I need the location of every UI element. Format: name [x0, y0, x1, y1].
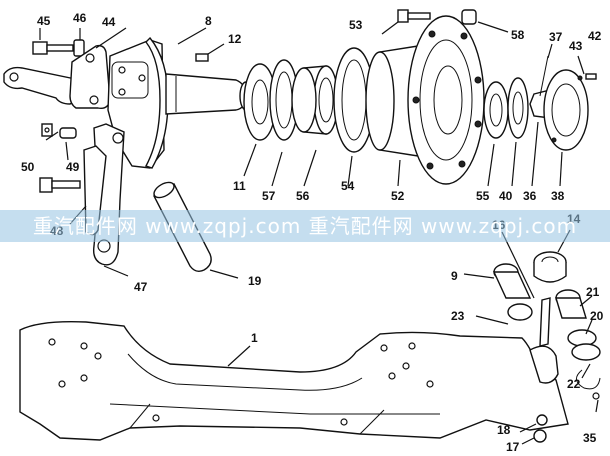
callout-50: 50	[21, 160, 35, 174]
callout-23: 23	[451, 309, 465, 323]
screw-42	[585, 73, 597, 80]
callout-45: 45	[37, 14, 51, 28]
callout-54: 54	[341, 179, 355, 193]
watermark-banner: 重汽配件网 www.zqpj.com 重汽配件网 www.zqpj.com	[0, 210, 610, 242]
axle-beam-1	[19, 321, 569, 441]
callout-8: 8	[205, 14, 212, 28]
steering-arm-44	[3, 44, 111, 110]
bushing-49	[59, 127, 77, 139]
callout-12: 12	[228, 32, 242, 46]
bushing-9	[492, 263, 532, 299]
bolt-45	[32, 41, 74, 55]
leader-lines	[39, 21, 599, 445]
bolt-50	[41, 123, 53, 137]
callout-44: 44	[102, 15, 116, 29]
pin-16	[539, 297, 551, 347]
hub-cap-38	[543, 69, 589, 151]
callout-57: 57	[262, 189, 276, 203]
callout-19: 19	[248, 274, 262, 288]
callout-43: 43	[569, 39, 583, 53]
callout-37: 37	[549, 30, 563, 44]
callout-9: 9	[451, 269, 458, 283]
wheel-hub-52	[365, 15, 485, 185]
bolt-48	[39, 177, 81, 193]
callout-49: 49	[66, 160, 80, 174]
seal-rings-20	[567, 329, 601, 361]
callout-36: 36	[523, 189, 537, 203]
callout-11: 11	[233, 179, 246, 193]
washer-17	[533, 429, 547, 443]
bearing-14	[533, 251, 567, 283]
washer-40	[507, 77, 529, 139]
callout-42: 42	[588, 29, 602, 43]
callout-22: 22	[567, 377, 581, 391]
bearing-56	[291, 65, 339, 135]
callout-1: 1	[251, 331, 258, 345]
bearing-55	[483, 81, 509, 139]
callout-56: 56	[296, 189, 310, 203]
bushing-23	[507, 303, 533, 321]
nut-46	[73, 39, 85, 57]
nut-18	[536, 414, 548, 426]
key-12	[195, 53, 209, 62]
callout-55: 55	[476, 189, 490, 203]
callout-58: 58	[511, 28, 525, 42]
tie-rod-arm-47	[83, 123, 125, 266]
snap-ring-22	[576, 369, 601, 400]
callout-21: 21	[586, 285, 600, 299]
callout-40: 40	[499, 189, 513, 203]
bushing-21	[555, 289, 587, 319]
callout-17: 17	[506, 440, 520, 454]
callout-52: 52	[391, 189, 405, 203]
callout-47: 47	[134, 280, 148, 294]
steering-knuckle-8	[107, 36, 253, 169]
nut-58	[461, 9, 477, 25]
callout-53: 53	[349, 18, 363, 32]
callout-35: 35	[583, 431, 597, 445]
callout-46: 46	[73, 11, 87, 25]
wheel-stud-53	[397, 9, 431, 23]
callout-38: 38	[551, 189, 565, 203]
callout-18: 18	[497, 423, 511, 437]
callout-20: 20	[590, 309, 604, 323]
